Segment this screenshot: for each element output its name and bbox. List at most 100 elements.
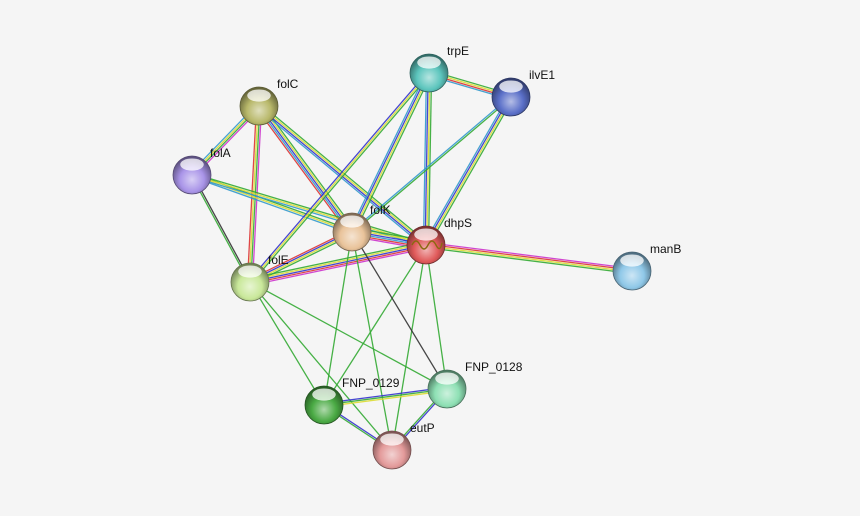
structure-glyph <box>411 240 443 250</box>
edge-strand <box>250 247 427 286</box>
edge-strand <box>425 246 632 275</box>
edge-strand <box>352 73 431 233</box>
edge-strand <box>249 281 393 451</box>
node-layer: folC trpE ilvE1 folA folK dhpS folE manB FNP_012… <box>172 44 681 470</box>
node-trpE[interactable]: trpE <box>409 44 469 93</box>
node-ilvE1[interactable]: ilvE1 <box>491 68 555 117</box>
edge-strand <box>256 107 425 248</box>
node-highlight <box>417 56 441 69</box>
edge-strand <box>323 388 448 406</box>
edge-strand <box>190 175 250 283</box>
edge-folK-FNP_0128 <box>351 231 448 390</box>
node-highlight <box>435 372 459 385</box>
edge-strand <box>257 106 352 234</box>
edge-strand <box>250 246 427 285</box>
edge-strand <box>249 244 427 283</box>
edge-strand <box>350 72 429 232</box>
edge-folE-dhpS <box>249 241 427 286</box>
edge-folE-FNP_0129 <box>249 281 325 406</box>
edge-dhpS-FNP_0129 <box>323 244 427 406</box>
edge-strand <box>427 73 433 246</box>
edge-FNP_0129-FNP_0128 <box>323 386 448 408</box>
edge-strand <box>324 390 448 408</box>
node-dhpS[interactable]: dhpS <box>406 216 472 265</box>
edge-strand <box>259 104 427 245</box>
node-highlight <box>499 80 523 93</box>
node-folC[interactable]: folC <box>239 77 299 126</box>
edge-strand <box>349 71 428 232</box>
node-manB[interactable]: manB <box>612 242 681 291</box>
edge-trpE-folK <box>349 71 432 234</box>
edge-dhpS-eutP <box>391 244 427 451</box>
edge-strand <box>259 104 354 232</box>
edge-strand <box>258 106 426 247</box>
node-eutP[interactable]: eutP <box>372 421 435 470</box>
edge-trpE-dhpS <box>422 72 433 246</box>
node-label: FNP_0129 <box>342 376 400 390</box>
edge-folK-FNP_0129 <box>323 231 353 406</box>
edge-strand <box>426 243 633 271</box>
edge-strand <box>323 386 447 404</box>
node-label: dhpS <box>444 216 472 230</box>
edge-strand <box>426 73 431 246</box>
edge-dhpS-FNP_0128 <box>425 244 448 390</box>
node-label: folE <box>268 253 289 267</box>
edge-folE-eutP <box>249 281 393 451</box>
node-highlight <box>180 158 204 171</box>
edge-strand <box>425 245 632 273</box>
node-highlight <box>380 433 404 446</box>
edge-folK-eutP <box>351 231 393 451</box>
edge-folA-folE <box>190 174 252 283</box>
edge-strand <box>352 97 512 234</box>
edge-strand <box>427 97 514 247</box>
edge-strand <box>426 241 633 270</box>
edge-strand <box>260 103 429 244</box>
node-label: ilvE1 <box>529 68 555 82</box>
node-highlight <box>340 215 364 228</box>
edge-strand <box>351 95 511 232</box>
edge-strand <box>255 107 350 235</box>
edge-strand <box>249 242 426 281</box>
node-highlight <box>312 388 336 401</box>
edge-strand <box>425 244 448 390</box>
edge-strand <box>249 72 430 283</box>
node-label: manB <box>650 242 681 256</box>
node-folA[interactable]: folA <box>172 146 231 195</box>
node-label: folC <box>277 77 299 91</box>
edge-strand <box>422 72 428 245</box>
edge-strand <box>424 72 429 245</box>
edge-strand <box>351 231 448 390</box>
edge-strand <box>258 105 353 233</box>
edge-trpE-folE <box>248 71 431 284</box>
node-label: folA <box>210 146 231 160</box>
edge-strand <box>192 172 427 244</box>
edge-strand <box>391 244 427 451</box>
edge-strand <box>249 281 448 390</box>
node-folK[interactable]: folK <box>332 203 391 252</box>
edge-folE-FNP_0128 <box>249 281 448 390</box>
node-label: folK <box>370 203 391 217</box>
node-highlight <box>247 89 271 102</box>
edge-dhpS-manB <box>425 241 633 275</box>
edge-strand <box>426 97 513 246</box>
edge-strand <box>323 244 427 406</box>
edge-strand <box>323 231 353 406</box>
edge-strand <box>423 95 510 245</box>
node-label: eutP <box>410 421 435 435</box>
edge-strand <box>191 175 352 235</box>
edge-strand <box>248 71 429 282</box>
edge-folC-dhpS <box>256 103 429 248</box>
node-FNP_0128[interactable]: FNP_0128 <box>427 360 523 409</box>
edge-folC-folK <box>255 103 356 235</box>
edge-strand <box>351 231 393 451</box>
node-FNP_0129[interactable]: FNP_0129 <box>304 376 400 425</box>
edge-ilvE1-dhpS <box>423 95 514 247</box>
edge-strand <box>249 281 325 406</box>
edge-strand <box>424 96 511 245</box>
edge-layer <box>189 69 633 452</box>
edge-strand <box>353 73 432 234</box>
edge-strand <box>249 241 426 280</box>
node-folE[interactable]: folE <box>230 253 289 302</box>
edge-strand <box>192 174 252 282</box>
